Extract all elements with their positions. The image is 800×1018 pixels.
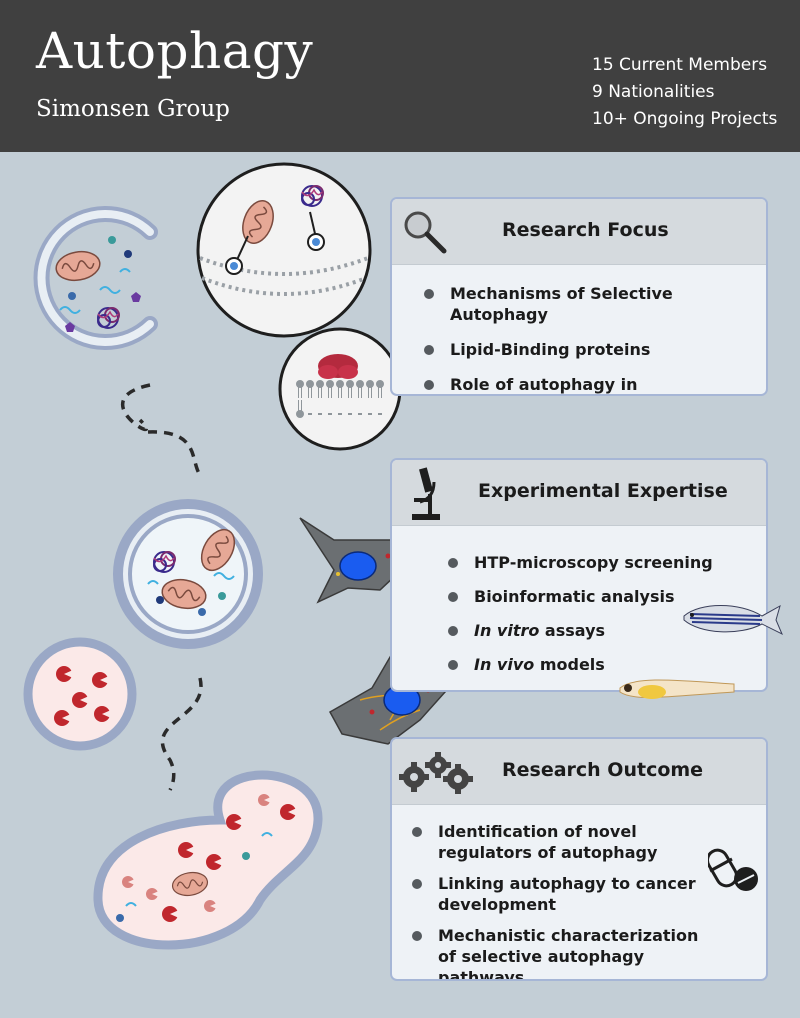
lipid-binding-illustration: [278, 327, 402, 451]
panel-header: Research Outcome: [392, 739, 766, 805]
list-item: Role of autophagy in tumorigenesis: [424, 374, 766, 394]
expertise-list: HTP-microscopy screening Bioinformatic a…: [448, 552, 713, 675]
stat-nationalities: 9 Nationalities: [592, 82, 715, 102]
list-item: Linking autophagy to cancer development: [412, 873, 702, 915]
stat-members: 15 Current Members: [592, 55, 768, 75]
pills-icon: [708, 848, 758, 891]
list-item: Identification of novel regulators of au…: [412, 821, 702, 863]
list-item: HTP-microscopy screening: [448, 552, 713, 573]
group-stats: 15 Current Members 9 Nationalities 10+ O…: [592, 52, 777, 133]
panel-header: Research Focus: [392, 199, 766, 265]
autophagosome-illustration: [113, 499, 263, 649]
panel-title: Research Focus: [502, 219, 669, 241]
panel-title: Experimental Expertise: [478, 480, 728, 502]
gears-icon: [399, 752, 473, 794]
magnifier-icon: [404, 211, 447, 254]
panel-title: Research Outcome: [502, 759, 704, 781]
membrane-closeup-illustration: [196, 162, 372, 338]
list-item: In vivo models: [448, 654, 713, 675]
list-item: Mechanistic characterization of selectiv…: [412, 925, 702, 979]
list-item: Bioinformatic analysis: [448, 586, 713, 607]
focus-list: Mechanisms of Selective Autophagy Lipid-…: [424, 283, 766, 394]
list-item: Mechanisms of Selective Autophagy: [424, 283, 766, 325]
autolysosome-illustration: [93, 770, 323, 950]
page-subtitle: Simonsen Group: [36, 96, 230, 122]
lysosome-illustration: [23, 637, 137, 751]
microscope-icon: [412, 467, 440, 520]
header-banner: Autophagy Simonsen Group 15 Current Memb…: [0, 0, 800, 152]
zebrafish-adult-icon: [683, 604, 783, 636]
list-item: Lipid-Binding proteins: [424, 339, 766, 360]
stat-projects: 10+ Ongoing Projects: [592, 109, 778, 129]
panel-header: Experimental Expertise: [392, 460, 766, 526]
panel-research-focus: Research Focus Mechanisms of Selective A…: [390, 197, 768, 396]
outcome-list: Identification of novel regulators of au…: [412, 821, 702, 979]
list-item: In vitro assays: [448, 620, 713, 641]
panel-research-outcome: Research Outcome Identification of novel…: [390, 737, 768, 981]
page-title: Autophagy: [36, 22, 314, 80]
zebrafish-larva-icon: [619, 679, 735, 699]
panel-experimental-expertise: Experimental Expertise HTP-microscopy sc…: [390, 458, 768, 692]
phagophore-illustration: [33, 206, 158, 350]
